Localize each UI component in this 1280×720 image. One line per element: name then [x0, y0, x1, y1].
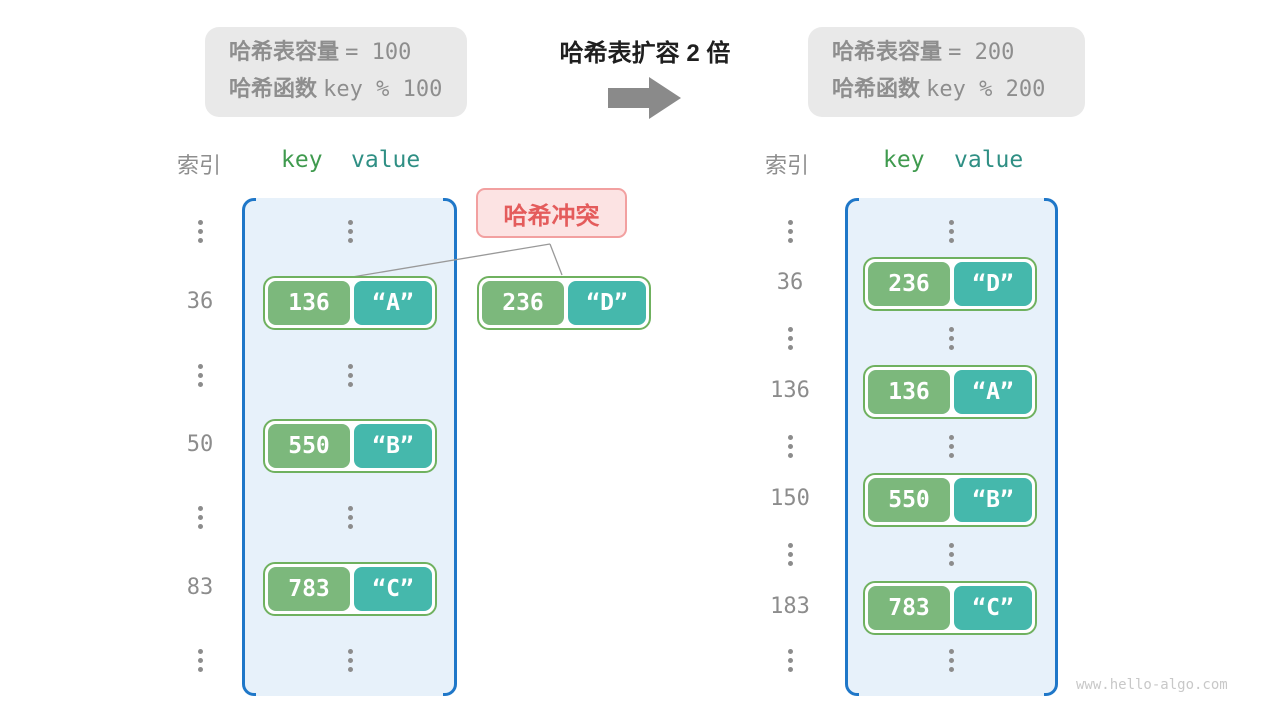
key-cell: 550 — [868, 478, 950, 522]
expand-title: 哈希表扩容 2 倍 — [559, 40, 731, 67]
left-bracket — [845, 198, 859, 696]
ellipsis-icon — [787, 543, 793, 566]
capacity-line: 哈希表容量 = 200 — [832, 38, 1014, 67]
index-label: 36 — [186, 289, 214, 314]
ellipsis-icon — [347, 220, 353, 243]
key-cell: 136 — [868, 370, 950, 414]
capacity-line: 哈希表容量 = 100 — [229, 38, 411, 67]
index-label: 50 — [186, 432, 214, 457]
kv-pair: 136 “A” — [863, 365, 1037, 419]
ellipsis-icon — [948, 220, 954, 243]
index-label: 150 — [770, 486, 810, 511]
key-cell: 783 — [868, 586, 950, 630]
value-cell: “B” — [354, 424, 432, 468]
value-cell: “A” — [954, 370, 1032, 414]
kv-pair: 550 “B” — [263, 419, 437, 473]
left-key-header: key — [281, 147, 323, 173]
capacity-value: = 200 — [948, 40, 1015, 65]
key-cell: 550 — [268, 424, 350, 468]
right-arrow-icon — [608, 77, 681, 119]
kv-pair: 136 “A” — [263, 276, 437, 330]
ellipsis-icon — [948, 435, 954, 458]
capacity-value: = 100 — [345, 40, 412, 65]
ellipsis-icon — [948, 649, 954, 672]
index-label: 83 — [186, 575, 214, 600]
kv-pair: 783 “C” — [863, 581, 1037, 635]
ellipsis-icon — [787, 327, 793, 350]
ellipsis-icon — [787, 649, 793, 672]
left-index-header: 索引 — [177, 153, 222, 178]
ellipsis-icon — [787, 435, 793, 458]
ellipsis-icon — [197, 364, 203, 387]
hash-fn-label: 哈希函数 — [832, 76, 921, 101]
value-cell: “D” — [954, 262, 1032, 306]
value-cell: “C” — [354, 567, 432, 611]
right-bracket — [1044, 198, 1058, 696]
ellipsis-icon — [197, 649, 203, 672]
right-value-header: value — [954, 147, 1024, 173]
left-bracket — [242, 198, 256, 696]
hash-fn-label: 哈希函数 — [229, 76, 318, 101]
capacity-box-before: 哈希表容量 = 100 哈希函数 key % 100 — [205, 27, 467, 117]
value-cell: “A” — [354, 281, 432, 325]
key-cell: 236 — [868, 262, 950, 306]
hash-fn-value: key % 100 — [323, 77, 443, 102]
right-bracket — [443, 198, 457, 696]
collision-line-right — [549, 243, 563, 276]
ellipsis-icon — [347, 649, 353, 672]
hash-fn-line: 哈希函数 key % 200 — [832, 75, 1045, 104]
watermark: www.hello-algo.com — [1076, 677, 1228, 693]
capacity-label: 哈希表容量 — [229, 39, 340, 64]
ellipsis-icon — [197, 506, 203, 529]
kv-pair: 236 “D” — [863, 257, 1037, 311]
key-cell: 783 — [268, 567, 350, 611]
right-index-header: 索引 — [765, 153, 810, 178]
kv-pair: 550 “B” — [863, 473, 1037, 527]
kv-pair: 783 “C” — [263, 562, 437, 616]
left-value-header: value — [351, 147, 421, 173]
ellipsis-icon — [948, 327, 954, 350]
index-label: 183 — [770, 594, 810, 619]
kv-pair-colliding: 236 “D” — [477, 276, 651, 330]
key-cell: 136 — [268, 281, 350, 325]
ellipsis-icon — [787, 220, 793, 243]
capacity-box-after: 哈希表容量 = 200 哈希函数 key % 200 — [808, 27, 1085, 117]
ellipsis-icon — [347, 506, 353, 529]
index-label: 136 — [770, 378, 810, 403]
value-cell: “C” — [954, 586, 1032, 630]
capacity-label: 哈希表容量 — [832, 39, 943, 64]
value-cell: “D” — [568, 281, 646, 325]
key-cell: 236 — [482, 281, 564, 325]
ellipsis-icon — [197, 220, 203, 243]
hash-collision-label: 哈希冲突 — [476, 188, 627, 238]
ellipsis-icon — [347, 364, 353, 387]
value-cell: “B” — [954, 478, 1032, 522]
index-label: 36 — [776, 270, 804, 295]
ellipsis-icon — [948, 543, 954, 566]
hash-fn-line: 哈希函数 key % 100 — [229, 75, 442, 104]
hash-fn-value: key % 200 — [926, 77, 1046, 102]
right-key-header: key — [883, 147, 925, 173]
